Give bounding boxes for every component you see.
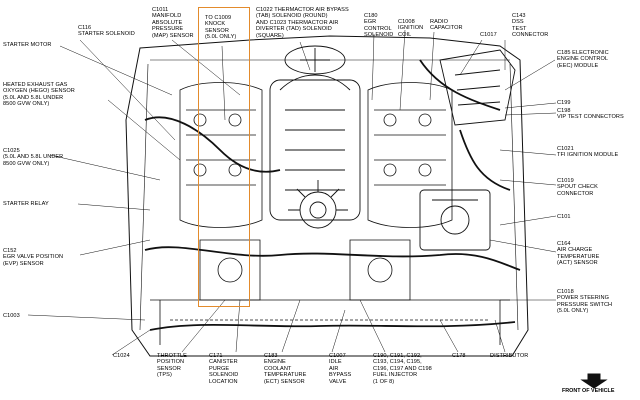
radiator-front [150, 239, 510, 345]
label-evp-sensor: C152 EGR VALVE POSITION (EVP) SENSOR [3, 248, 64, 267]
right-cylinder-bank [367, 82, 453, 228]
label-c178: C178 [452, 353, 466, 359]
engine-bay-outline [125, 35, 529, 357]
label-idle-air-bypass-valve: C1007 IDLE AIR BYPASS VALVE [329, 353, 352, 385]
wiring-harness [144, 59, 521, 331]
label-spout-check-connector: C1019 SPOUT CHECK CONNECTOR [557, 178, 598, 197]
label-vip-test-connectors: C198 VIP TEST CONNECTORS [557, 108, 624, 121]
front-of-vehicle-arrow [580, 373, 608, 389]
label-dss-test-connector: C143 DSS TEST CONNECTOR [512, 13, 549, 39]
label-fuel-injectors: C190, C191, C192, C193, C194, C195, C196… [373, 353, 432, 385]
label-tab-tad-solenoid: C1022 THERMACTOR AIR BYPASS (TAB) SOLENO… [256, 7, 349, 39]
knock-sensor-highlight-box [198, 7, 250, 307]
distributor-cap [288, 180, 348, 229]
label-c1024: C1024 [113, 353, 130, 359]
front-of-vehicle-label: FRONT OF VEHICLE [562, 388, 615, 394]
leader-lines [27, 29, 557, 356]
label-power-steering-switch: C1018 POWER STEERING PRESSURE SWITCH (5.… [557, 289, 613, 315]
air-cleaner-box [419, 189, 491, 251]
label-c1003: C1003 [3, 313, 20, 319]
label-eec-module: C185 ELECTRONIC ENGINE CONTROL (EEC) MOD… [557, 50, 609, 69]
eec-module [439, 49, 516, 126]
label-c101: C101 [557, 214, 571, 220]
label-tfi-ignition-module: C1021 TFI IGNITION MODULE [557, 146, 619, 159]
label-hego-sensor: HEATED EXHAUST GAS OXYGEN (HEGO) SENSOR … [3, 82, 75, 108]
intake-manifold [269, 45, 361, 221]
left-cylinder-bank [179, 82, 263, 228]
label-c1017: C1017 [480, 32, 497, 38]
label-act-sensor: C164 AIR CHARGE TEMPERATURE (ACT) SENSOR [557, 241, 600, 267]
label-map-sensor: C1011 MANIFOLD ABSOLUTE PRESSURE (MAP) S… [152, 7, 194, 39]
label-knock-sensor: TO C1009 KNOCK SENSOR (5.0L ONLY) [205, 15, 237, 41]
label-starter-relay: STARTER RELAY [3, 201, 49, 207]
label-starter-motor: STARTER MOTOR [3, 42, 52, 48]
label-canister-purge-solenoid: C171 CANISTER PURGE SOLENOID LOCATION [209, 353, 239, 385]
label-ignition-coil: C1008 IGNITION COIL [398, 19, 424, 38]
label-starter-solenoid: C116 STARTER SOLENOID [78, 25, 135, 38]
label-c199: C199 [557, 100, 571, 106]
label-c1025: C1025 (5.0L AND 5.8L UNDER 8500 GVW ONLY… [3, 148, 64, 167]
label-egr-control-solenoid: C180 EGR CONTROL SOLENOID [364, 13, 394, 39]
label-distributor: DISTRIBUTOR [490, 353, 529, 359]
label-ect-sensor: C183 ENGINE COOLANT TEMPERATURE (ECT) SE… [264, 353, 307, 385]
label-radio-capacitor: RADIO CAPACITOR [430, 19, 463, 32]
label-throttle-position-sensor: THROTTLE POSITION SENSOR (TPS) [157, 353, 187, 379]
